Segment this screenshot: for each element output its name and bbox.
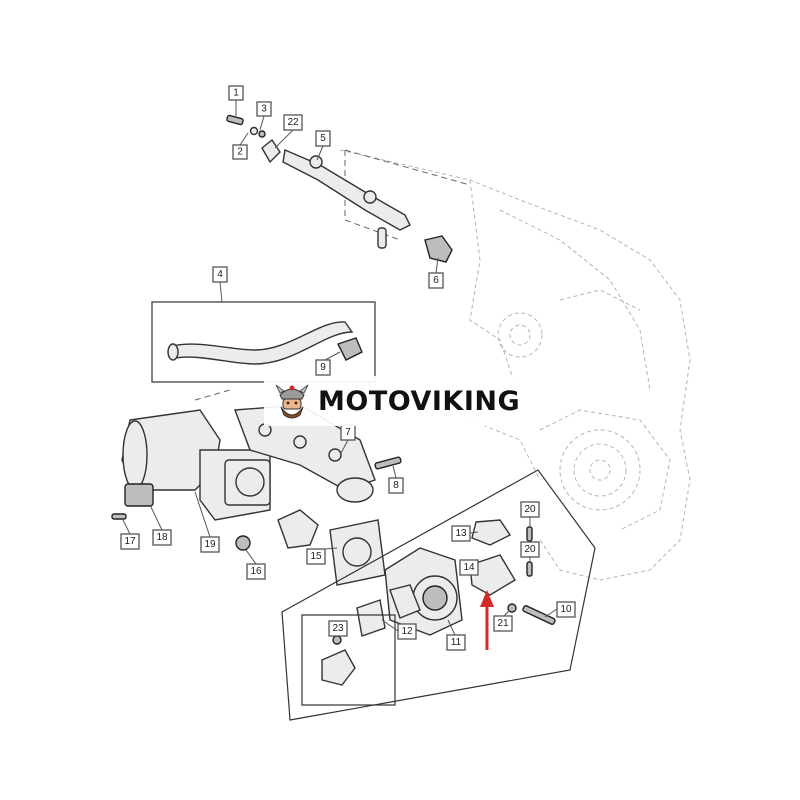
svg-text:20: 20 — [524, 544, 536, 555]
svg-text:6: 6 — [433, 275, 439, 286]
svg-text:15: 15 — [310, 551, 322, 562]
leader-lines — [121, 100, 558, 637]
svg-text:14: 14 — [463, 562, 475, 573]
hose-frame — [151, 301, 376, 383]
fuel-rail-group — [226, 114, 453, 263]
callout-4: 4 — [212, 266, 228, 283]
svg-text:5: 5 — [320, 133, 326, 144]
callout-6: 6 — [428, 272, 444, 289]
sensor-18 — [124, 483, 154, 507]
screw-17 — [111, 513, 127, 520]
callout-9: 9 — [315, 359, 331, 376]
callout-16: 16 — [246, 563, 266, 580]
svg-text:22: 22 — [287, 117, 299, 128]
svg-text:2: 2 — [237, 147, 243, 158]
stud-8 — [374, 456, 402, 470]
callout-20a: 20 — [520, 501, 540, 518]
svg-text:10: 10 — [560, 604, 572, 615]
callout-11: 11 — [446, 634, 466, 651]
callout-14: 14 — [459, 559, 479, 576]
intake-assembly — [111, 404, 402, 586]
svg-text:16: 16 — [250, 566, 262, 577]
fitting-9 — [337, 337, 363, 361]
red-arrow — [480, 590, 494, 650]
callout-20b: 20 — [520, 541, 540, 558]
motoviking-watermark: MOTOVIKING — [264, 376, 536, 426]
svg-text:9: 9 — [320, 362, 326, 373]
callout-2: 2 — [232, 144, 248, 160]
callout-22: 22 — [283, 114, 303, 131]
svg-text:3: 3 — [261, 104, 267, 115]
callout-7: 7 — [340, 424, 356, 441]
guide-line-upper — [344, 149, 471, 241]
seal-ring — [336, 477, 374, 503]
svg-text:11: 11 — [451, 637, 462, 648]
rail-nozzle — [377, 227, 387, 249]
svg-text:23: 23 — [332, 623, 344, 634]
bolt-20a — [526, 526, 533, 542]
sensor-frame — [301, 614, 396, 706]
sensor-6 — [424, 235, 453, 263]
elbow-14 — [469, 554, 516, 596]
hose-4 — [171, 321, 354, 365]
svg-text:19: 19 — [204, 539, 216, 550]
engine-outline — [339, 149, 691, 581]
plug-16 — [235, 535, 251, 551]
callout-1: 1 — [228, 85, 244, 101]
callout-23: 23 — [328, 620, 348, 637]
svg-text:4: 4 — [217, 269, 223, 280]
callout-18: 18 — [152, 529, 172, 546]
callout-21: 21 — [493, 615, 513, 632]
callout-8: 8 — [388, 477, 404, 494]
svg-text:18: 18 — [156, 532, 168, 543]
throttle-frame — [281, 469, 596, 721]
bolt-10 — [522, 605, 556, 625]
svg-text:17: 17 — [124, 536, 136, 547]
rail-5 — [282, 149, 411, 231]
svg-text:12: 12 — [401, 626, 413, 637]
callout-15: 15 — [306, 548, 326, 565]
bracket-13 — [471, 519, 512, 546]
nut-3 — [258, 130, 266, 138]
lever-12 — [356, 599, 386, 637]
bolt-20b — [526, 561, 533, 577]
brand-name: MOTOVIKING — [318, 385, 521, 417]
clamp-22 — [261, 138, 281, 164]
viking-head-icon — [275, 384, 309, 419]
callout-labels: 1 2 3 22 5 6 4 9 7 8 17 18 19 16 15 13 2… — [120, 85, 576, 651]
callout-12: 12 — [397, 623, 417, 640]
bolt-1 — [226, 114, 244, 126]
sensor-23-part — [321, 649, 356, 686]
throttle-group — [356, 519, 556, 637]
svg-text:1: 1 — [233, 88, 239, 99]
svg-text:7: 7 — [345, 427, 351, 438]
callout-5: 5 — [315, 130, 331, 147]
svg-text:8: 8 — [393, 480, 399, 491]
callout-17: 17 — [120, 533, 140, 550]
callout-19: 19 — [200, 536, 220, 553]
callout-3: 3 — [256, 101, 272, 117]
washer-2 — [249, 126, 259, 136]
callout-10: 10 — [556, 601, 576, 618]
callout-13: 13 — [451, 525, 471, 542]
oring-23 — [332, 635, 342, 645]
svg-text:21: 21 — [497, 618, 509, 629]
svg-text:20: 20 — [524, 504, 536, 515]
svg-text:13: 13 — [455, 528, 467, 539]
outlet — [277, 509, 319, 549]
